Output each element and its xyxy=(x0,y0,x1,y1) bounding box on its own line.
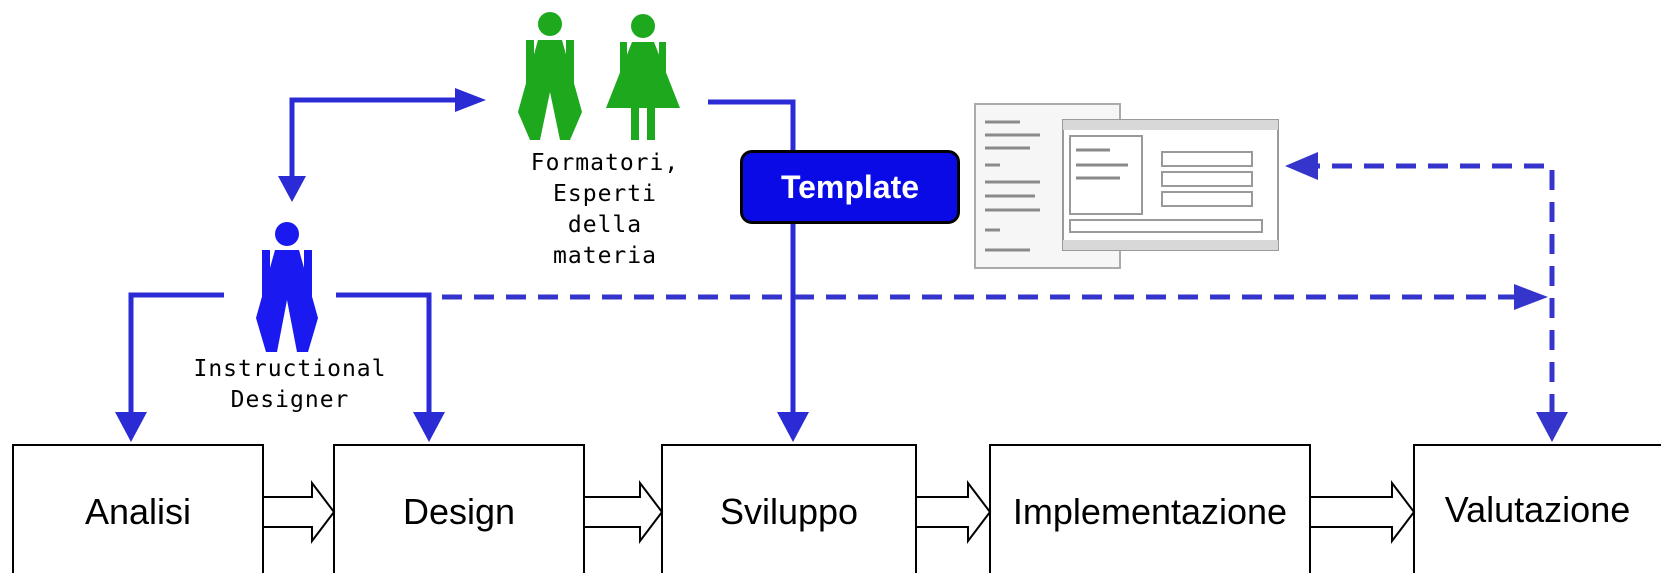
step-box-design xyxy=(333,444,585,573)
solid-arrowheads xyxy=(115,88,809,442)
step-label-sviluppo: Sviluppo xyxy=(719,491,859,532)
hollow-arrow-icon xyxy=(583,480,664,544)
step-box-valutazione xyxy=(1413,444,1661,573)
dashed-arrowheads xyxy=(1285,152,1568,442)
designer-to-design-connector xyxy=(336,292,432,412)
template-badge: Template xyxy=(740,150,960,224)
designer-to-analisi-connector xyxy=(128,292,224,412)
arrowhead-to-analisi xyxy=(115,412,147,442)
step-label-analisi: Analisi xyxy=(84,491,192,532)
arrowhead-dashed-down xyxy=(1536,412,1568,442)
arrowhead-to-sviluppo xyxy=(777,412,809,442)
template-to-valutazione-dashed xyxy=(1300,163,1555,412)
male-figure-icon xyxy=(518,12,582,140)
experts-to-sviluppo-connector xyxy=(708,99,796,412)
designer-to-experts-connector xyxy=(289,97,470,180)
step-box-sviluppo xyxy=(661,444,917,573)
step-box-implementazione xyxy=(989,444,1311,573)
female-figure-icon xyxy=(606,14,680,140)
arrowhead-to-design xyxy=(413,412,445,442)
template-screenshot-icon xyxy=(974,103,1279,269)
designer-figure-icon xyxy=(256,222,318,352)
arrowhead-dashed-left xyxy=(1285,152,1318,180)
experts-label: Formatori, Esperti della materia xyxy=(530,150,680,269)
dashed-connectors xyxy=(442,163,1555,412)
arrowhead-dashed-right xyxy=(1514,284,1548,310)
step-box-analisi xyxy=(12,444,264,573)
hollow-arrows xyxy=(262,480,1416,544)
arrowhead-to-experts xyxy=(455,88,486,112)
step-label-design: Design xyxy=(402,491,516,532)
arrowhead-to-designer xyxy=(278,176,306,202)
hollow-arrow-icon xyxy=(915,480,992,544)
step-boxes xyxy=(12,444,1661,573)
hollow-arrow-icon xyxy=(1309,480,1416,544)
step-label-implementazione: Implementazione xyxy=(1012,491,1288,532)
step-label-valutazione: Valutazione xyxy=(1444,489,1631,530)
hollow-arrow-icon xyxy=(262,480,336,544)
designer-label: Instructional Designer xyxy=(193,356,387,413)
solid-connectors xyxy=(128,97,796,412)
